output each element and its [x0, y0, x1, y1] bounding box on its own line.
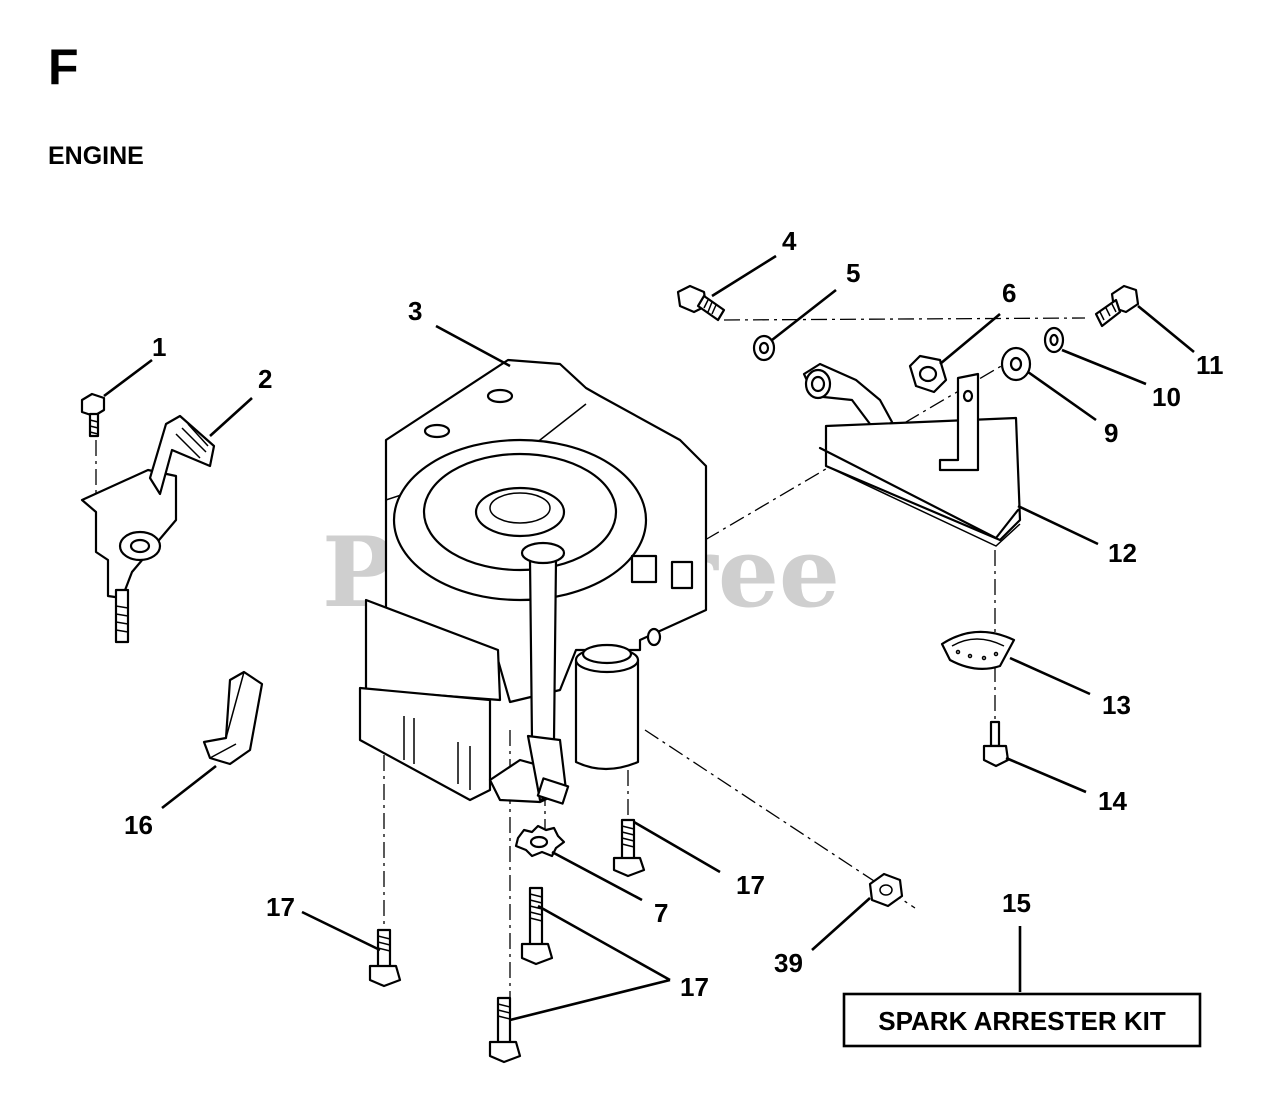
part-1-bolt: [80, 392, 106, 438]
section-title: ENGINE: [48, 142, 144, 170]
callout-11: 11: [1196, 350, 1224, 380]
callout-39: 39: [774, 948, 803, 978]
part-17-bolt-center: [520, 886, 554, 966]
part-5-washer: [752, 334, 776, 362]
callout-10: 10: [1152, 382, 1181, 412]
part-12-muffler: [802, 362, 1022, 547]
part-11-bolt: [1094, 284, 1140, 328]
callout-7: 7: [654, 898, 668, 928]
callout-12: 12: [1108, 538, 1137, 568]
callout-4: 4: [782, 226, 797, 256]
callout-3: 3: [408, 296, 422, 326]
part-9-washer: [1000, 346, 1032, 382]
callout-9: 9: [1104, 418, 1118, 448]
part-7-lock-washer: [514, 824, 566, 858]
part-39-nut: [868, 872, 904, 908]
part-10-washer: [1043, 326, 1065, 354]
callout-13: 13: [1102, 690, 1131, 720]
callout-2: 2: [258, 364, 272, 394]
callout-17-left: 17: [266, 892, 295, 922]
part-14-screw: [982, 720, 1010, 768]
callout-17-bottom: 17: [680, 972, 709, 1002]
part-13-spark-arrester-screen: [940, 630, 1016, 671]
spark-arrester-kit-box: SPARK ARRESTER KIT: [842, 992, 1202, 1048]
part-17-bolt-right: [612, 818, 646, 878]
callout-17-right: 17: [736, 870, 765, 900]
part-4-bolt: [676, 284, 726, 322]
part-17-bolt-bottom: [488, 996, 522, 1064]
callout-1: 1: [152, 332, 166, 362]
part-2-throttle-control: [80, 414, 216, 644]
callout-numbers: 1 2 3 4 5 6 11 10 9 12 13 14 16 17 7 17 …: [124, 226, 1224, 1002]
part-16-bracket: [202, 670, 264, 766]
part-3-engine: [358, 358, 708, 805]
leader-lines: [103, 254, 1195, 1022]
callout-14: 14: [1098, 786, 1127, 816]
callout-15: 15: [1002, 888, 1031, 918]
part-6-gasket: [908, 354, 948, 394]
callout-16: 16: [124, 810, 153, 840]
callout-5: 5: [846, 258, 860, 288]
kit-label: SPARK ARRESTER KIT: [878, 1006, 1166, 1036]
section-letter: F: [48, 39, 79, 95]
callout-6: 6: [1002, 278, 1016, 308]
part-17-bolt-left: [368, 928, 402, 988]
